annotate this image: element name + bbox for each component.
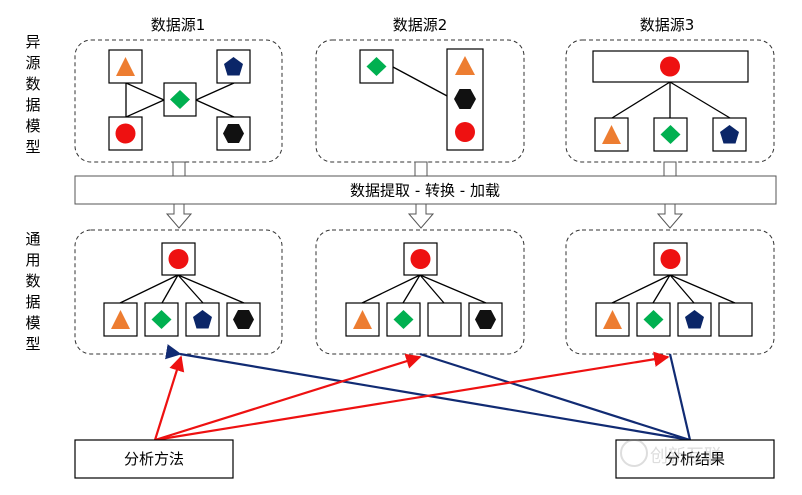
left-label-common-model: 通用数据模型 <box>25 230 40 353</box>
watermark-logo: 创新互联 <box>620 439 722 467</box>
source-1-title: 数据源1 <box>151 16 206 34</box>
source-1-panel <box>74 39 283 163</box>
left-label-heterogeneous-model: 异源数据模型 <box>25 33 40 156</box>
analysis-result-box: 分析结果 <box>615 439 775 479</box>
circle-shape <box>455 122 475 142</box>
method-arrow-2 <box>154 353 422 442</box>
circle-shape <box>660 249 681 269</box>
down-arrow-icon <box>656 203 684 229</box>
band-to-common-arrows <box>165 203 684 229</box>
method-arrow-1 <box>153 355 185 441</box>
analysis-result-label: 分析结果 <box>665 450 725 468</box>
circle-shape <box>410 249 431 269</box>
triangle-shape <box>111 310 130 329</box>
panel-to-band-connectors <box>172 161 677 177</box>
source-2-title: 数据源2 <box>393 16 448 34</box>
analysis-method-label: 分析方法 <box>124 450 184 468</box>
down-arrow-icon <box>407 203 435 229</box>
diamond-shape <box>660 125 681 144</box>
hexagon-shape <box>233 310 254 329</box>
pentagon-shape <box>193 310 212 329</box>
analysis-method-box: 分析方法 <box>74 439 234 479</box>
source-3-title: 数据源3 <box>640 16 695 34</box>
pentagon-shape <box>224 57 243 76</box>
diamond-shape <box>151 310 172 329</box>
common-model-3-panel <box>565 229 775 355</box>
triangle-shape <box>353 310 372 329</box>
triangle-shape <box>603 310 622 329</box>
diamond-shape <box>393 310 414 329</box>
method-arrow-3 <box>154 351 670 442</box>
hexagon-shape <box>475 310 496 329</box>
heterogeneous-model-label: 异源数据模型 <box>25 33 40 156</box>
triangle-shape <box>455 56 475 75</box>
pentagon-shape <box>720 125 739 144</box>
result-links <box>165 344 692 442</box>
circle-shape <box>660 56 680 77</box>
triangle-shape <box>602 125 621 144</box>
diamond-shape <box>643 310 664 329</box>
source-2-panel <box>315 39 525 163</box>
hexagon-shape <box>223 124 244 143</box>
node-box <box>163 82 197 117</box>
source-3-panel <box>565 39 775 163</box>
down-arrow-icon <box>165 203 193 229</box>
etl-band: 数据提取 - 转换 - 加载 <box>74 175 777 205</box>
source-3-connectors <box>611 81 731 119</box>
watermark-text: 创新互联 <box>650 446 722 467</box>
pentagon-shape <box>685 310 704 329</box>
empty-node-box <box>427 302 462 337</box>
source-2-connector <box>392 66 450 98</box>
hexagon-shape <box>454 89 476 109</box>
empty-node-box <box>718 302 753 337</box>
triangle-shape <box>116 57 135 76</box>
common-model-label: 通用数据模型 <box>25 230 40 353</box>
circle-shape <box>115 123 136 144</box>
source-1-connectors <box>125 82 235 118</box>
etl-band-label: 数据提取 - 转换 - 加载 <box>350 182 500 200</box>
circle-shape <box>168 249 189 269</box>
method-links <box>153 351 670 442</box>
common-model-1-panel <box>74 229 283 355</box>
diamond-shape <box>366 57 387 76</box>
common-model-2-panel <box>315 229 525 355</box>
diamond-shape <box>170 90 190 109</box>
